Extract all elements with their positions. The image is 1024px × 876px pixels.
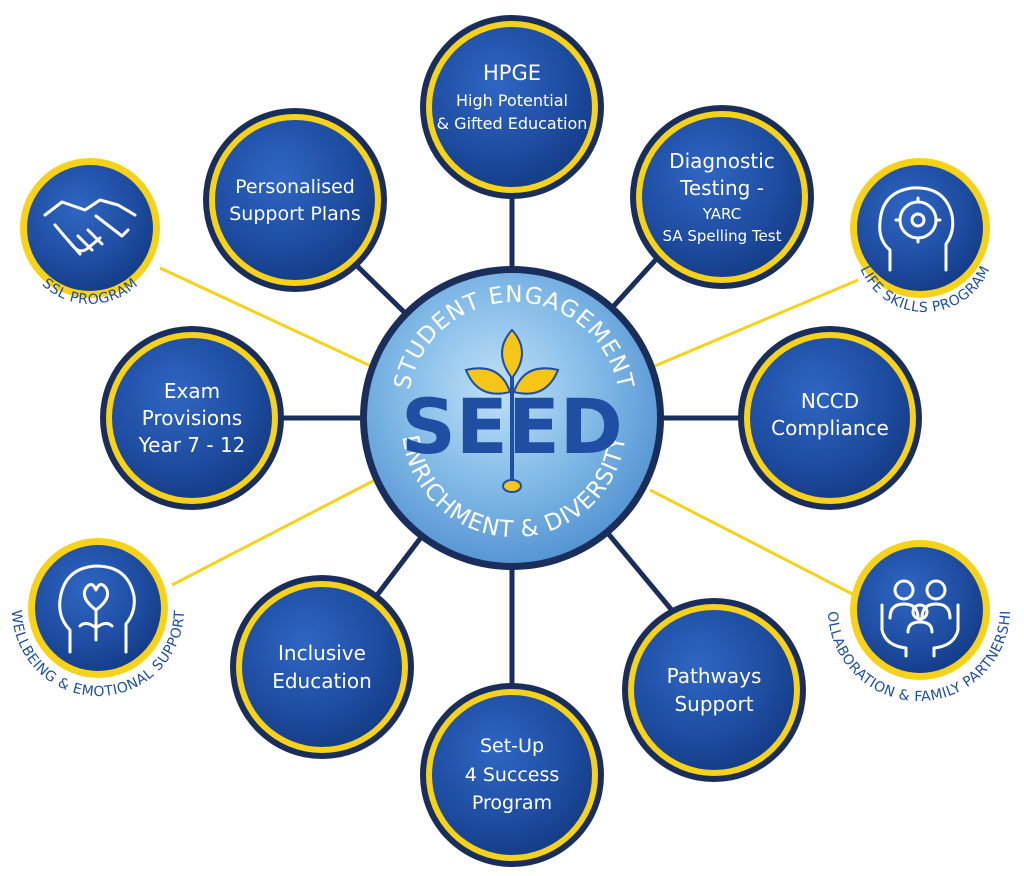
seed-title: SEED	[401, 382, 623, 471]
head-gear-icon	[878, 186, 955, 272]
node-inclusive-line-1: Inclusive	[278, 641, 366, 665]
node-diagnostic-line-1: Diagnostic	[669, 149, 775, 173]
node-setup: Set-Up 4 Success Program	[420, 683, 604, 867]
node-exam: Exam Provisions Year 7 - 12	[100, 326, 284, 510]
node-diagnostic-line-3: YARC	[702, 205, 741, 223]
family-hands-icon	[880, 579, 960, 658]
node-nccd-line-1: NCCD	[801, 389, 859, 413]
node-nccd: NCCD Compliance	[738, 326, 922, 510]
node-personalised-line-2: Support Plans	[229, 203, 360, 225]
node-exam-line-1: Exam	[164, 379, 220, 403]
program-life-skills: LIFE SKILLS PROGRAM	[850, 158, 993, 316]
program-ssl: SSL PROGRAM	[20, 158, 160, 308]
node-pathways-line-2: Support	[674, 692, 753, 716]
node-diagnostic-line-4: SA Spelling Test	[663, 227, 782, 245]
node-personalised-line-1: Personalised	[235, 176, 355, 198]
node-setup-line-2: 4 Success	[465, 764, 560, 786]
node-hpge-line-2: High Potential	[456, 91, 568, 110]
connector-life-skills	[649, 278, 859, 370]
node-inclusive-line-2: Education	[272, 669, 372, 693]
node-setup-line-3: Program	[472, 792, 552, 814]
head-heart-icon	[58, 564, 136, 654]
node-nccd-line-2: Compliance	[771, 416, 889, 440]
connector-collaboration	[649, 488, 861, 600]
handshake-icon	[43, 198, 137, 256]
node-pathways-line-1: Pathways	[667, 664, 762, 688]
node-exam-line-3: Year 7 - 12	[138, 433, 246, 457]
node-hpge: HPGE High Potential & Gifted Education	[420, 15, 604, 199]
node-personalised: Personalised Support Plans	[203, 108, 387, 292]
node-pathways: Pathways Support	[622, 598, 806, 782]
node-diagnostic: Diagnostic Testing - YARC SA Spelling Te…	[630, 105, 814, 289]
program-connectors	[159, 266, 861, 600]
connector-wellbeing	[171, 478, 376, 587]
program-wellbeing: WELLBEING & EMOTIONAL SUPPORT	[8, 538, 188, 700]
node-diagnostic-line-2: Testing -	[679, 176, 764, 200]
node-hpge-line-1: HPGE	[483, 61, 541, 85]
node-setup-line-1: Set-Up	[480, 735, 544, 757]
node-exam-line-2: Provisions	[142, 406, 242, 430]
node-hpge-line-3: & Gifted Education	[437, 114, 588, 133]
node-inclusive: Inclusive Education	[230, 575, 414, 759]
sprout-icon	[464, 328, 560, 493]
center-seed: STUDENT ENGAGEMENT ENRICHMENT & DIVERSIT…	[360, 266, 664, 570]
connector-ssl	[159, 266, 376, 370]
